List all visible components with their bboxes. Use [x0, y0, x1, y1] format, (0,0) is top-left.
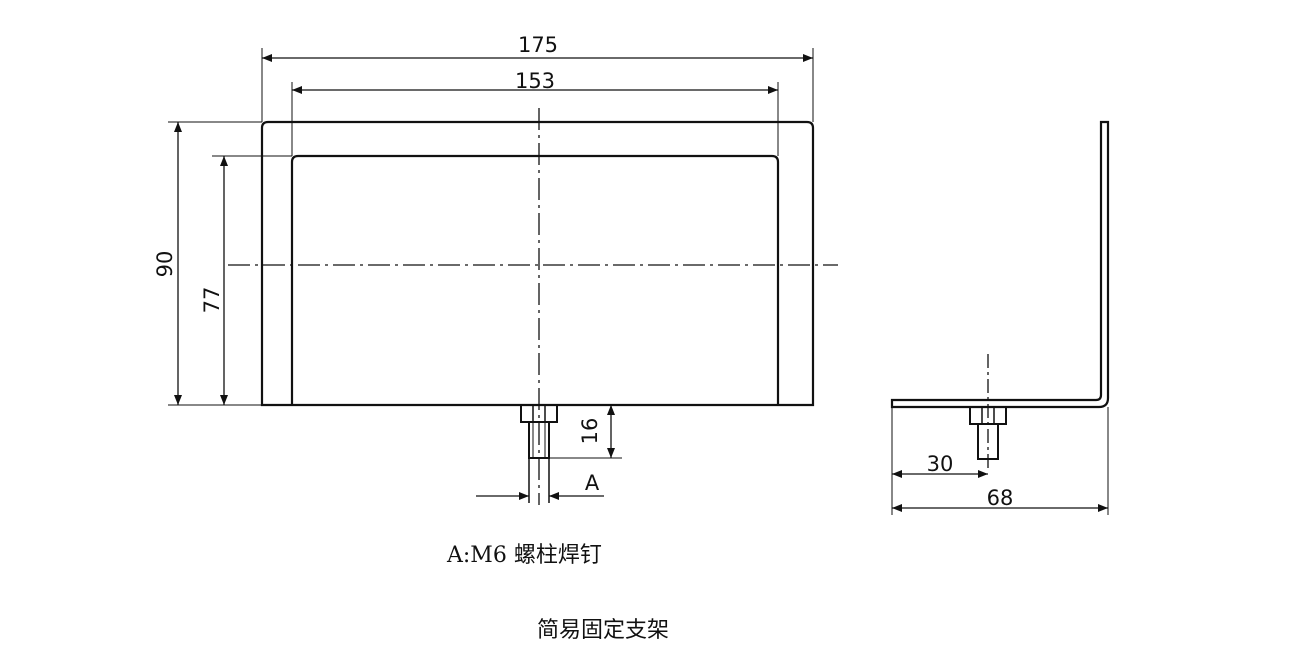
- inner-recess-outline: [290, 154, 780, 405]
- side-view: 30 68: [890, 120, 1110, 515]
- dim-label-outer-height: 90: [153, 251, 177, 278]
- dim-label-offset: 30: [927, 452, 954, 476]
- weld-stud: [520, 404, 558, 503]
- angle-bracket-profile: [890, 120, 1110, 409]
- side-weld-stud: [969, 406, 1007, 460]
- dim-label-stud: A: [585, 471, 600, 495]
- dim-label-outer-width: 175: [518, 33, 558, 57]
- front-view: 175 153 90 77 16 A: [153, 33, 838, 505]
- drawing-title: 简易固定支架: [537, 618, 669, 643]
- dim-label-inner-height: 77: [200, 287, 224, 314]
- dim-label-stud-length: 16: [578, 418, 602, 445]
- outer-plate-outline: [260, 120, 815, 407]
- dim-label-inner-width: 153: [515, 69, 555, 93]
- dim-label-depth: 68: [987, 486, 1014, 510]
- stud-note-caption: A:M6 螺柱焊钉: [446, 543, 602, 568]
